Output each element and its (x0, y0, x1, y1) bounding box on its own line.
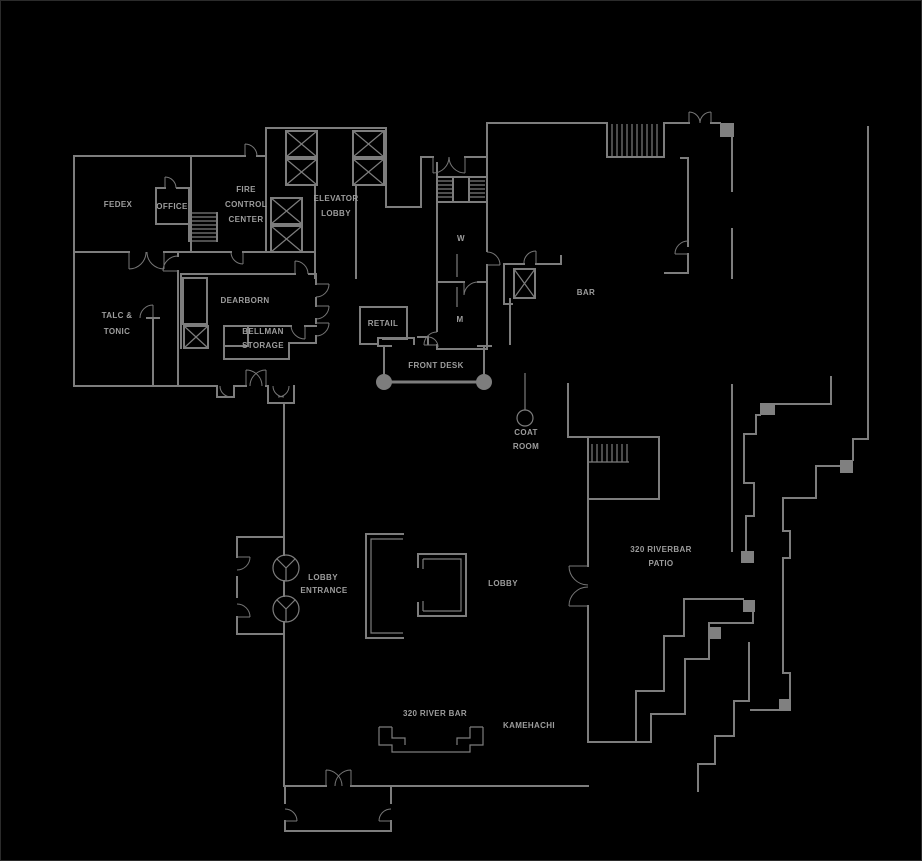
label-coat-room-2: ROOM (513, 442, 539, 451)
stair-fire-control (188, 212, 218, 242)
walls-coat-stair (524, 373, 660, 500)
planter (779, 699, 791, 711)
label-elevator-lobby-2: LOBBY (321, 209, 351, 218)
label-fire-control-3: CENTER (229, 215, 264, 224)
walls-south (283, 785, 589, 832)
label-fire-control-2: CONTROL (225, 200, 267, 209)
label-retail: RETAIL (368, 319, 398, 328)
column (376, 374, 392, 390)
stair-coat-room (591, 444, 628, 462)
label-bellman-1: BELLMAN (242, 327, 284, 336)
label-womens: W (457, 234, 465, 243)
label-dearborn: DEARBORN (220, 296, 269, 305)
label-bar: BAR (577, 288, 595, 297)
column (476, 374, 492, 390)
label-bellman-2: STORAGE (242, 341, 284, 350)
elevator-shafts (183, 130, 536, 349)
label-lobby-entrance-1: LOBBY (308, 573, 338, 582)
stair-restrooms (437, 180, 485, 198)
label-riverbar-patio-1: 320 RIVERBAR (630, 545, 692, 554)
label-river-bar: 320 RIVER BAR (403, 709, 467, 718)
label-kamehachi: KAMEHACHI (503, 721, 555, 730)
label-fedex: FEDEX (104, 200, 133, 209)
revolving-door (272, 554, 300, 582)
stair-northeast (611, 124, 658, 157)
front-desk-columns (376, 374, 492, 390)
planter (741, 551, 754, 563)
walls-elevator-core (314, 157, 422, 279)
walls-retail-desk (359, 306, 492, 384)
label-office: OFFICE (156, 202, 188, 211)
label-fire-control-1: FIRE (236, 185, 256, 194)
service-elevator-shaft (183, 325, 209, 349)
label-talc-tonic-1: TALC & (102, 311, 133, 320)
label-riverbar-patio-2: PATIO (648, 559, 673, 568)
walls-bar (503, 255, 562, 345)
elevator-shaft (352, 130, 385, 158)
room-labels: FEDEX OFFICE FIRE CONTROL CENTER ELEVATO… (102, 185, 692, 730)
revolving-door (272, 595, 300, 623)
coat-room-column (516, 409, 534, 427)
walls-patio-steps (587, 126, 869, 792)
label-mens: M (456, 315, 463, 324)
walls-left-block (73, 127, 387, 404)
planters (709, 123, 853, 711)
bar-elevator-shaft (513, 268, 536, 299)
label-lobby: LOBBY (488, 579, 518, 588)
label-talc-tonic-2: TONIC (104, 327, 131, 336)
planter (709, 627, 721, 639)
walls-lobby-west (236, 402, 285, 787)
walls-restrooms (417, 122, 488, 350)
elevator-shaft (352, 158, 385, 186)
planter (840, 460, 853, 473)
label-coat-room-1: COAT (514, 428, 537, 437)
label-elevator-lobby-1: ELEVATOR (313, 194, 358, 203)
walls-great-room (486, 122, 733, 552)
elevator-shaft (270, 225, 303, 253)
revolving-doors (272, 554, 300, 623)
door-swings (128, 111, 712, 822)
planter (743, 600, 755, 612)
planter (720, 123, 734, 137)
elevator-shaft (285, 130, 318, 158)
planter (760, 403, 775, 415)
elevator-shaft (285, 158, 318, 186)
kamehachi-bar-counter (378, 726, 484, 753)
label-lobby-entrance-2: ENTRANCE (300, 586, 348, 595)
label-front-desk: FRONT DESK (408, 361, 464, 370)
lobby-furniture (365, 533, 467, 639)
elevator-shaft (270, 197, 303, 225)
